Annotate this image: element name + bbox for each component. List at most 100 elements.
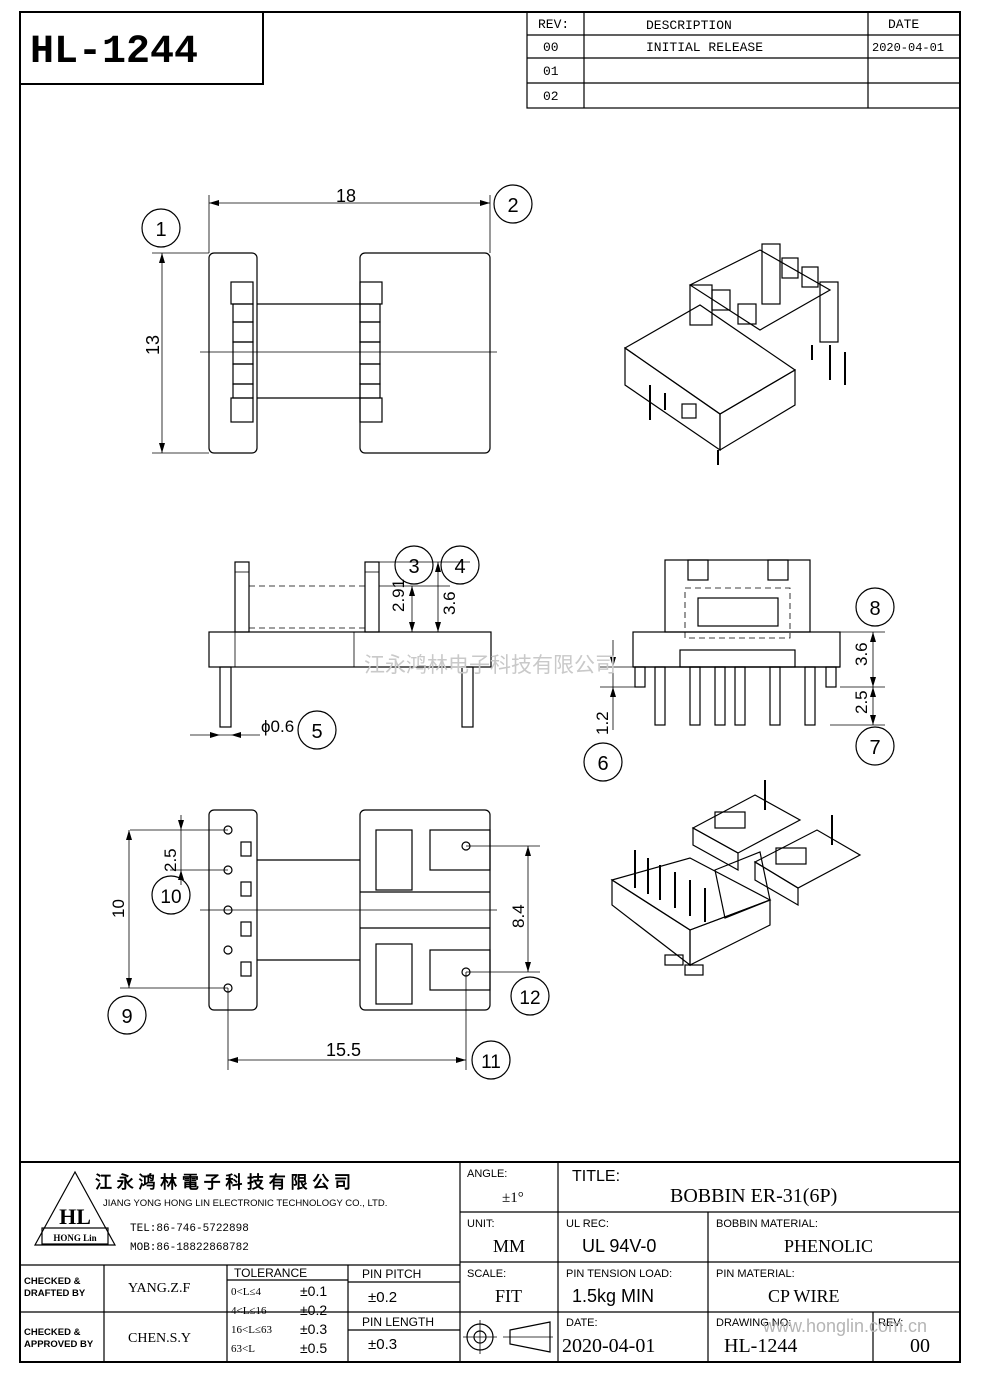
dim-13: 13 [143, 335, 163, 355]
company-mob: MOB:86-18822868782 [130, 1242, 249, 1254]
tol-range-2: 16<L≤63 [231, 1324, 272, 1336]
rev-label: REV: [878, 1317, 903, 1329]
date-label: DATE: [566, 1317, 598, 1329]
balloon-1: 1 [141, 208, 181, 248]
revision-table: REV: DESCRIPTION DATE 00 INITIAL RELEASE… [526, 11, 961, 109]
balloon-6: 6 [583, 742, 623, 782]
pin-tension-value: 1.5kg MIN [572, 1286, 654, 1306]
balloon-2: 2 [493, 184, 533, 224]
date-value: 2020-04-01 [562, 1335, 655, 1357]
svg-text:4: 4 [454, 556, 465, 578]
bobbin-material-label: BOBBIN MATERIAL: [716, 1218, 818, 1230]
pin-material-label: PIN MATERIAL: [716, 1268, 795, 1280]
balloon-12: 12 [510, 976, 550, 1016]
svg-text:5: 5 [311, 721, 322, 743]
angle-label: ANGLE: [467, 1168, 507, 1180]
svg-text:7: 7 [869, 737, 880, 759]
svg-text:9: 9 [121, 1006, 132, 1028]
drafted-label-2: DRAFTED BY [24, 1288, 86, 1299]
dim-3-6-front: 3.6 [852, 642, 871, 666]
scale-value: FIT [495, 1286, 522, 1306]
svg-text:12: 12 [519, 988, 540, 1009]
rev-row-1-rev: 01 [543, 64, 559, 79]
dim-2-5-front: 2.5 [852, 690, 871, 714]
top-view: 18 13 [143, 186, 497, 454]
balloon-11: 11 [471, 1040, 511, 1080]
scale-label: SCALE: [467, 1268, 506, 1280]
tol-range-0: 0<L≤4 [231, 1286, 261, 1298]
tol-range-3: 63<L [231, 1343, 255, 1355]
part-number: HL-1244 [30, 30, 198, 75]
svg-text:3: 3 [408, 556, 419, 578]
rev-row-2-rev: 02 [543, 89, 559, 104]
company-name-en: JIANG YONG HONG LIN ELECTRONIC TECHNOLOG… [103, 1198, 387, 1209]
title-value: BOBBIN ER-31(6P) [670, 1185, 837, 1207]
dim-18: 18 [336, 186, 356, 206]
svg-text:2: 2 [507, 195, 518, 217]
balloon-7: 7 [855, 726, 895, 766]
tol-value-2: ±0.3 [300, 1321, 327, 1337]
bottom-view: 2.5 10 8.4 15.5 [109, 809, 540, 1070]
rev-row-0-date: 2020-04-01 [872, 41, 944, 55]
side-view: 2.91 3.6 ϕ0.6 [190, 561, 492, 738]
ul-value: UL 94V-0 [582, 1236, 656, 1256]
unit-label: UNIT: [467, 1218, 495, 1230]
svg-text:8: 8 [869, 598, 880, 620]
pin-pitch-value: ±0.2 [368, 1289, 397, 1306]
desc-col-header: DESCRIPTION [646, 18, 732, 33]
title-label: TITLE: [572, 1168, 620, 1185]
dim-10: 10 [109, 899, 128, 918]
projection-symbol [463, 1320, 553, 1354]
angle-value: ±1° [502, 1190, 524, 1206]
front-view: 3.6 2.5 1.2 [593, 559, 885, 735]
balloon-9: 9 [107, 995, 147, 1035]
balloon-10: 10 [151, 875, 191, 915]
date-col-header: DATE [888, 17, 919, 32]
pin-material-value: CP WIRE [768, 1286, 840, 1306]
company-name-cn: 江 永 鸿 林 電 子 科 技 有 限 公 司 [95, 1172, 351, 1192]
ul-label: UL REC: [566, 1218, 609, 1230]
svg-text:10: 10 [160, 887, 181, 908]
dim-1-2: 1.2 [593, 711, 612, 735]
part-number-box [19, 11, 264, 85]
website-watermark: www.honglin.com.cn [762, 1316, 927, 1336]
tol-range-1: 4<L≤16 [231, 1305, 267, 1317]
balloon-3: 3 [394, 545, 434, 585]
dim-2-91: 2.91 [389, 579, 408, 612]
drafted-label-1: CHECKED & [24, 1276, 81, 1287]
logo-subtext: HONG Lin [53, 1233, 96, 1243]
svg-text:1: 1 [155, 219, 166, 241]
dim-15-5: 15.5 [326, 1040, 361, 1060]
dim-2-5-bottom: 2.5 [161, 848, 180, 872]
rev-value: 00 [910, 1335, 930, 1357]
company-tel: TEL:86-746-5722898 [130, 1223, 249, 1235]
isometric-view-2 [610, 780, 862, 976]
pin-length-value: ±0.3 [368, 1336, 397, 1353]
isometric-view-1 [623, 243, 846, 465]
watermark: 江永鸿林电子科技有限公司 [364, 654, 616, 677]
tol-value-1: ±0.2 [300, 1302, 327, 1318]
tolerance-label: TOLERANCE [234, 1266, 307, 1280]
drawing-no-value: HL-1244 [724, 1335, 797, 1357]
rev-row-0-desc: INITIAL RELEASE [646, 40, 763, 55]
drafted-by: YANG.Z.F [128, 1281, 190, 1296]
dim-8-4: 8.4 [509, 904, 528, 928]
pin-tension-label: PIN TENSION LOAD: [566, 1268, 672, 1280]
drawing-no-label: DRAWING NO: [716, 1317, 791, 1329]
balloon-8: 8 [855, 587, 895, 627]
balloon-5: 5 [297, 710, 337, 750]
approved-by: CHEN.S.Y [128, 1331, 191, 1346]
rev-col-header: REV: [538, 17, 569, 32]
unit-value: MM [493, 1236, 525, 1256]
dim-3-6-side: 3.6 [440, 591, 459, 615]
tol-value-3: ±0.5 [300, 1340, 327, 1356]
approved-label-2: APPROVED BY [24, 1339, 94, 1350]
rev-row-0-rev: 00 [543, 40, 559, 55]
title-block: HL HONG Lin 江 永 鸿 林 電 子 科 技 有 限 公 司 JIAN… [20, 1161, 960, 1362]
sheet-border [19, 11, 961, 1363]
svg-text:6: 6 [597, 753, 608, 775]
pin-pitch-label: PIN PITCH [362, 1267, 421, 1281]
approved-label-1: CHECKED & [24, 1327, 81, 1338]
bobbin-material-value: PHENOLIC [784, 1236, 873, 1256]
